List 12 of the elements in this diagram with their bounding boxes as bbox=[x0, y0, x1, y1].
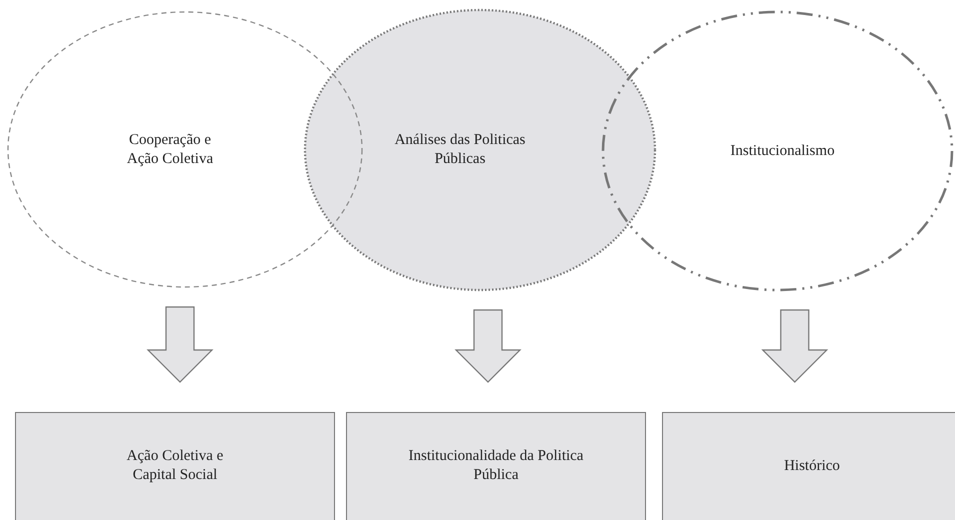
block-arrow bbox=[146, 306, 214, 383]
result-box bbox=[15, 412, 335, 520]
node-label: Cooperação e Ação Coletiva bbox=[126, 130, 214, 168]
node-label: Ação Coletiva e Capital Social bbox=[126, 447, 224, 485]
node-label: Histórico bbox=[784, 456, 840, 476]
node-label: Institucionalidade da Politica Pública bbox=[408, 447, 584, 485]
block-arrow bbox=[454, 309, 522, 383]
node-label: Análises das Politicas Públicas bbox=[394, 131, 526, 169]
node-label: Institucionalismo bbox=[730, 142, 835, 160]
result-box bbox=[346, 412, 646, 520]
result-box bbox=[662, 412, 955, 520]
block-arrow bbox=[761, 309, 828, 383]
